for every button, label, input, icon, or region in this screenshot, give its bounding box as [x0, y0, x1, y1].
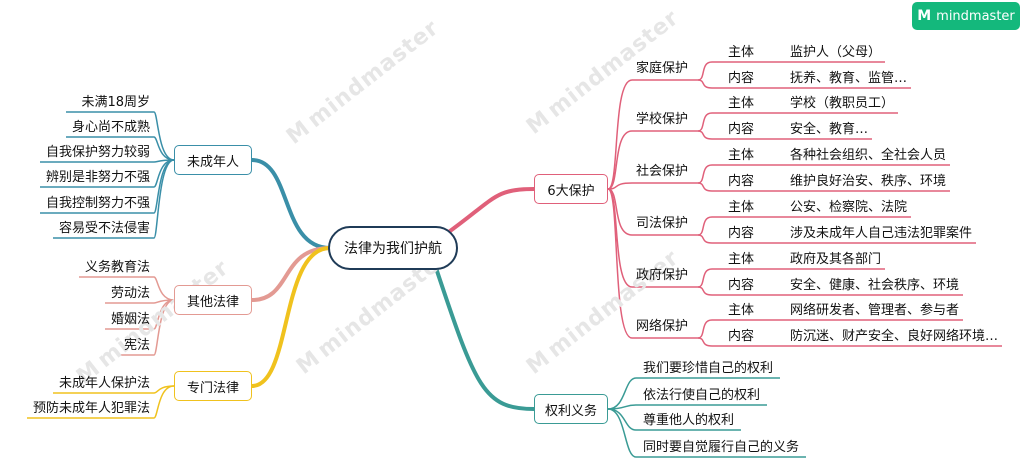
connector-line — [153, 299, 175, 330]
row-key[interactable]: 主体 — [728, 252, 755, 267]
connector-line — [697, 337, 713, 347]
minor-child[interactable]: 自我保护努力较弱 — [45, 145, 150, 160]
connector-line — [697, 286, 713, 296]
connector-line — [607, 188, 633, 339]
row-key[interactable]: 内容 — [728, 278, 755, 293]
protection-group[interactable]: 政府保护 — [636, 268, 689, 283]
row-value[interactable]: 抚养、教育、监管… — [790, 71, 908, 86]
connector-line — [607, 79, 633, 190]
row-value[interactable]: 防沉迷、财产安全、良好网络环境… — [790, 329, 999, 344]
row-key[interactable]: 主体 — [728, 303, 755, 318]
other-child[interactable]: 婚姻法 — [110, 312, 150, 327]
row-key[interactable]: 内容 — [728, 122, 755, 137]
branch-minor[interactable]: 未成年人 — [174, 145, 252, 175]
minor-child[interactable]: 自我控制努力不强 — [45, 196, 150, 211]
connector-line — [434, 267, 535, 411]
special-child[interactable]: 未成年人保护法 — [58, 376, 150, 391]
connector-line — [697, 164, 713, 184]
connector-line — [607, 182, 633, 190]
connector-line — [607, 404, 637, 410]
rights-item[interactable]: 同时要自觉履行自己的义务 — [643, 440, 800, 455]
row-key[interactable]: 内容 — [728, 329, 755, 344]
row-value[interactable]: 各种社会组织、全社会人员 — [790, 148, 947, 163]
mindmaster-logo-icon: M — [917, 8, 932, 24]
connector-line — [444, 187, 535, 236]
connector-line — [251, 246, 331, 302]
connector-line — [697, 216, 713, 236]
rights-item[interactable]: 我们要珍惜自己的权利 — [643, 361, 774, 376]
branch-protect[interactable]: 6大保护 — [534, 174, 608, 204]
connector-line — [153, 276, 175, 301]
connector-line — [607, 408, 637, 458]
connector-line — [697, 319, 713, 339]
protection-group[interactable]: 社会保护 — [636, 164, 689, 179]
connector-line — [153, 136, 175, 161]
connector-line — [697, 268, 713, 288]
row-value[interactable]: 公安、检察院、法院 — [790, 200, 908, 215]
minor-child[interactable]: 辨别是非努力不强 — [45, 170, 150, 185]
connector-line — [153, 111, 175, 161]
row-key[interactable]: 内容 — [728, 226, 755, 241]
row-value[interactable]: 政府及其各部门 — [790, 252, 882, 267]
protection-group[interactable]: 学校保护 — [636, 112, 689, 127]
connector-line — [251, 246, 331, 388]
branch-rights[interactable]: 权利义务 — [534, 394, 608, 424]
row-key[interactable]: 主体 — [728, 96, 755, 111]
mindmaster-logo-badge[interactable]: M mindmaster — [912, 2, 1020, 30]
row-value[interactable]: 学校（教职员工） — [790, 96, 895, 111]
row-key[interactable]: 主体 — [728, 148, 755, 163]
connector-line — [153, 385, 175, 419]
branch-special[interactable]: 专门法律 — [174, 371, 252, 401]
connector-line — [697, 234, 713, 244]
connector-line — [697, 79, 713, 89]
connector-line — [251, 158, 331, 250]
connector-line — [607, 377, 637, 410]
brand-name: mindmaster — [936, 8, 1015, 24]
protection-group[interactable]: 网络保护 — [636, 319, 689, 334]
row-value[interactable]: 安全、教育… — [790, 122, 869, 137]
minor-child[interactable]: 未满18周岁 — [81, 95, 150, 110]
minor-child[interactable]: 身心尚不成熟 — [71, 120, 150, 135]
connector-line — [607, 188, 633, 288]
row-value[interactable]: 涉及未成年人自己违法犯罪案件 — [790, 226, 973, 241]
row-value[interactable]: 网络研发者、管理者、参与者 — [790, 303, 960, 318]
connector-line — [153, 159, 175, 214]
row-value[interactable]: 监护人（父母） — [790, 45, 882, 60]
minor-child[interactable]: 容易受不法侵害 — [58, 221, 150, 236]
row-key[interactable]: 内容 — [728, 71, 755, 86]
row-value[interactable]: 安全、健康、社会秩序、环境 — [790, 278, 960, 293]
rights-item[interactable]: 尊重他人的权利 — [643, 413, 735, 428]
protection-group[interactable]: 家庭保护 — [636, 61, 689, 76]
other-child[interactable]: 宪法 — [123, 338, 150, 353]
connector-line — [607, 130, 633, 190]
protection-group[interactable]: 司法保护 — [636, 216, 689, 231]
row-value[interactable]: 维护良好治安、秩序、环境 — [790, 174, 947, 189]
other-child[interactable]: 义务教育法 — [84, 260, 150, 275]
special-child[interactable]: 预防未成年人犯罪法 — [32, 401, 150, 416]
connector-line — [697, 182, 713, 192]
connector-line — [153, 299, 175, 356]
branch-other[interactable]: 其他法律 — [174, 285, 252, 315]
connector-line — [153, 159, 175, 239]
row-key[interactable]: 主体 — [728, 45, 755, 60]
connector-line — [697, 130, 713, 140]
root-topic[interactable]: 法律为我们护航 — [328, 226, 458, 270]
other-child[interactable]: 劳动法 — [110, 286, 150, 301]
row-key[interactable]: 内容 — [728, 174, 755, 189]
rights-item[interactable]: 依法行使自己的权利 — [643, 388, 761, 403]
connector-line — [697, 112, 713, 132]
connector-line — [697, 61, 713, 81]
row-key[interactable]: 主体 — [728, 200, 755, 215]
